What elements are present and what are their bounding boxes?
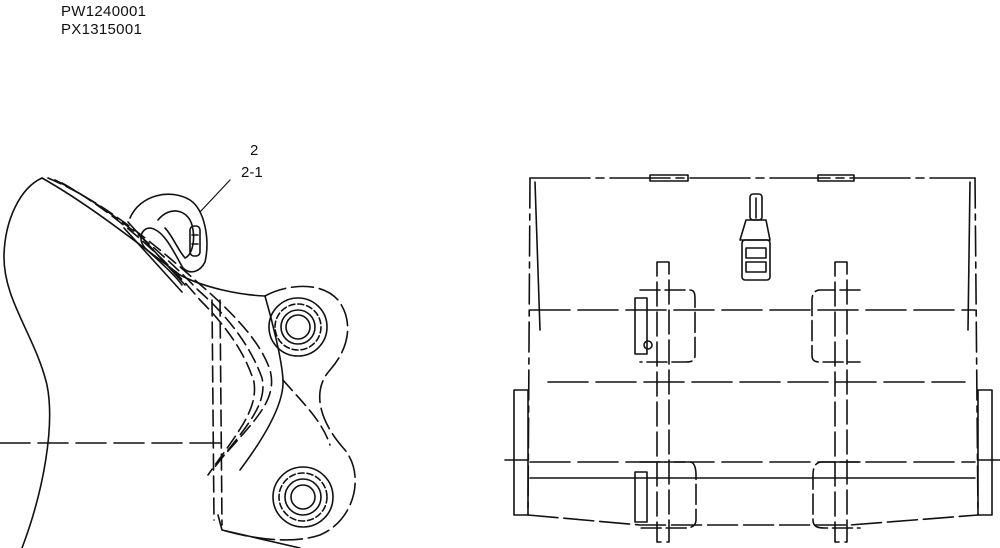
bucket-rear-view xyxy=(504,174,1000,543)
serial-number-1: PW1240001 xyxy=(61,3,147,20)
lower-pin-boss xyxy=(272,466,334,528)
serial-number-2: PX1315001 xyxy=(61,21,143,38)
callout-subitem: 2-1 xyxy=(241,164,263,181)
lifting-hook xyxy=(123,193,208,293)
lifting-hook-rear xyxy=(739,193,771,281)
callout-leader xyxy=(199,179,231,213)
bucket-side-view xyxy=(0,177,356,548)
upper-pin-boss xyxy=(268,297,328,357)
callout-item: 2 xyxy=(250,142,258,159)
